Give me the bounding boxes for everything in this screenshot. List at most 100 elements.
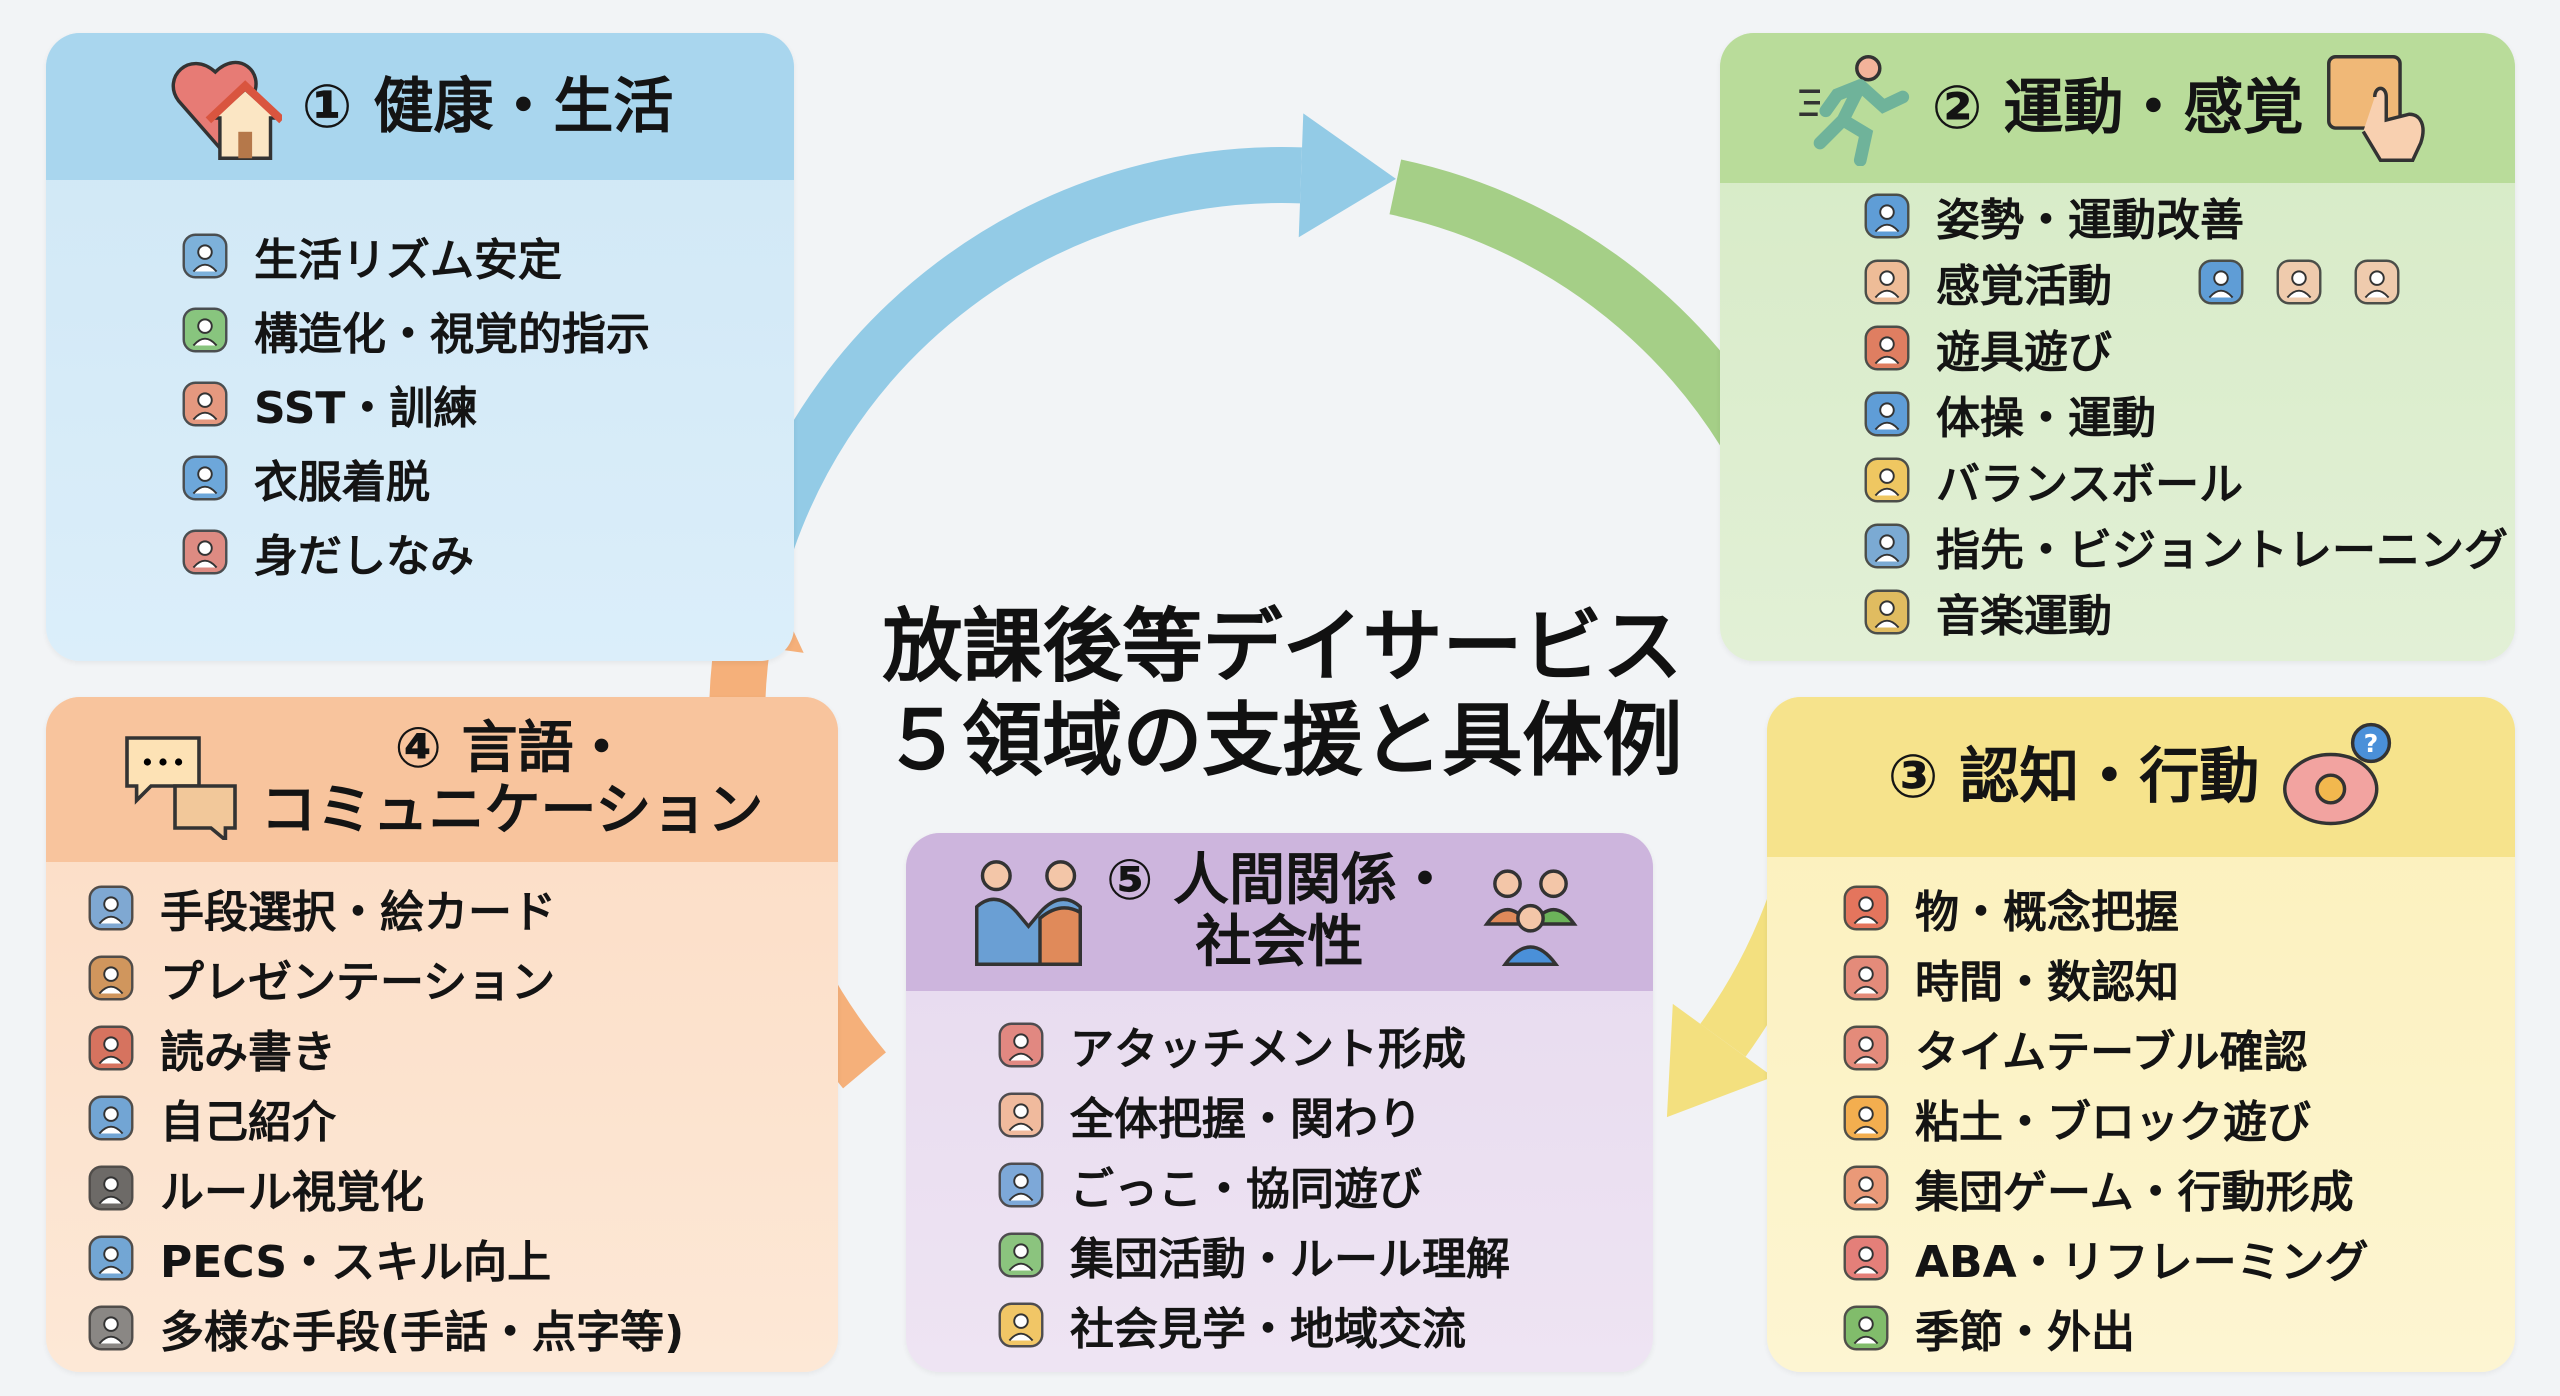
sign-language-icon — [88, 1305, 134, 1351]
domain-card-health-life: ① 健康・生活生活リズム安定構造化・視覚的指示 SST・訓練衣服着脱身だしなみ — [46, 33, 794, 661]
ear-icon — [2276, 259, 2322, 305]
list-item-label: SST・訓練 — [254, 383, 478, 434]
svg-text:?: ? — [2364, 729, 2379, 758]
domain-header-language-communication: ④ 言語・コミュニケーション — [46, 697, 838, 862]
domain-item-list: 生活リズム安定構造化・視覚的指示 SST・訓練衣服着脱身だしなみ — [46, 180, 794, 589]
domain-title-line: ⑤ 人間関係・ — [1106, 848, 1453, 914]
handshake-icon — [975, 859, 1083, 966]
clothes-icon — [182, 455, 228, 501]
list-item-label: 体操・運動 — [1936, 393, 2156, 444]
list-item-label: ルール視覚化 — [160, 1167, 424, 1218]
picture-card-icon — [88, 885, 134, 931]
domain-header-motor-sensory: ② 運動・感覚 — [1720, 33, 2515, 183]
sense-icons — [2192, 253, 2426, 311]
list-item: 手段選択・絵カード — [82, 873, 838, 943]
list-item-label: 集団ゲーム・行動形成 — [1915, 1167, 2354, 1218]
list-item-label: バランスボール — [1936, 459, 2244, 510]
diagram-title: 放課後等デイサービス ５領域の支援と具体例 — [830, 600, 1735, 789]
list-item: 社会見学・地域交流 — [992, 1290, 1653, 1360]
runner-icon — [1798, 54, 1909, 166]
title-line-1: 放課後等デイサービス — [882, 600, 1683, 693]
domain-title: ② 運動・感覚 — [1932, 75, 2304, 141]
list-item-label: 物・概念把握 — [1915, 887, 2179, 938]
list-item-label: 自己紹介 — [160, 1097, 336, 1148]
title-line-2: ５領域の支援と具体例 — [882, 694, 1683, 788]
domain-title-line: コミュニケーション — [260, 777, 764, 843]
group-circle-icon — [998, 1232, 1044, 1278]
music-dance-icon — [1864, 589, 1910, 635]
list-item-label: PECS・スキル向上 — [160, 1237, 552, 1288]
senses-icon — [1864, 259, 1910, 305]
checklist-icon — [88, 1165, 134, 1211]
domain-title-line: ① 健康・生活 — [301, 71, 674, 142]
list-item-label: 粘土・ブロック遊び — [1915, 1097, 2311, 1148]
arrow-head-blue — [1298, 113, 1396, 238]
list-item-label: 姿勢・運動改善 — [1936, 195, 2244, 246]
microphone-icon — [88, 955, 134, 1001]
group-icon — [1483, 868, 1578, 966]
list-item-label: 身だしなみ — [254, 531, 474, 582]
open-book-icon — [88, 1235, 134, 1281]
mirror-comb-icon — [182, 529, 228, 575]
domain-title: ④ 言語・コミュニケーション — [261, 718, 764, 841]
clock-icon — [182, 233, 228, 279]
domain-title: ⑤ 人間関係・社会性 — [1106, 850, 1453, 973]
hand-icon — [2354, 259, 2400, 305]
list-item: SST・訓練 — [176, 367, 794, 441]
brain-question-icon: ? — [2283, 722, 2392, 825]
domain-title-line: ② 運動・感覚 — [1931, 73, 2304, 143]
list-item-label: 遊具遊び — [1936, 327, 2112, 378]
list-item: 物・概念把握 — [1837, 873, 2515, 943]
list-item: 時間・数認知 — [1837, 943, 2515, 1013]
domain-card-motor-sensory: ② 運動・感覚姿勢・運動改善感覚活動遊具遊び体操・運動バランスボール指先・ビジョ… — [1720, 33, 2515, 661]
list-item-label: 指先・ビジョントレーニング — [1936, 525, 2508, 576]
list-item: 粘土・ブロック遊び — [1837, 1083, 2515, 1153]
list-item-label: 衣服着脱 — [254, 457, 430, 508]
group-heart-icon — [1843, 1165, 1889, 1211]
list-item-label: 読み書き — [160, 1027, 336, 1078]
list-item: 感覚活動 — [1858, 249, 2515, 315]
list-item: 全体把握・関わり — [992, 1080, 1653, 1150]
domain-card-social-relations: ⑤ 人間関係・社会性アタッチメント形成全体把握・関わりごっこ・協同遊び集団活動・… — [906, 833, 1653, 1372]
shapes-icon — [1843, 885, 1889, 931]
bus-icon — [998, 1302, 1044, 1348]
stretch-icon — [1864, 193, 1910, 239]
domain-item-list: 姿勢・運動改善感覚活動遊具遊び体操・運動バランスボール指先・ビジョントレーニング… — [1720, 183, 2515, 645]
list-item-label: タイムテーブル確認 — [1915, 1027, 2308, 1078]
domain-card-cognition-behavior: ③ 認知・行動?物・概念把握時間・数認知タイムテーブル確認粘土・ブロック遊び集団… — [1767, 697, 2515, 1372]
list-item-label: 構造化・視覚的指示 — [254, 309, 650, 360]
domain-card-language-communication: ④ 言語・コミュニケーション手段選択・絵カードプレゼンテーション読み書き自己紹介… — [46, 697, 838, 1372]
list-item: 音楽運動 — [1858, 579, 2515, 645]
domain-header-health-life: ① 健康・生活 — [46, 33, 794, 180]
list-item-label: 集団活動・ルール理解 — [1070, 1234, 1510, 1285]
arrow-arc-blue — [726, 147, 1302, 595]
list-item-label: 手段選択・絵カード — [160, 887, 556, 938]
list-item: 構造化・視覚的指示 — [176, 293, 794, 367]
list-item-label: 時間・数認知 — [1915, 957, 2179, 1008]
balance-ball-icon — [1864, 457, 1910, 503]
id-card-icon — [88, 1095, 134, 1141]
list-item: 自己紹介 — [82, 1083, 838, 1153]
speech-bubbles-icon — [124, 735, 237, 840]
list-item: 遊具遊び — [1858, 315, 2515, 381]
cooperation-icon — [998, 1162, 1044, 1208]
list-item: ごっこ・協同遊び — [992, 1150, 1653, 1220]
list-item: 生活リズム安定 — [176, 219, 794, 293]
list-item: アタッチメント形成 — [992, 1010, 1653, 1080]
hand-heart-icon — [1843, 1235, 1889, 1281]
domain-title-line: ④ 言語・ — [394, 715, 630, 781]
list-item: 衣服着脱 — [176, 441, 794, 515]
list-item-label: ごっこ・協同遊び — [1070, 1164, 1422, 1215]
pointing-hand-icon — [998, 1092, 1044, 1138]
tree-icon — [1843, 1305, 1889, 1351]
list-item: 体操・運動 — [1858, 381, 2515, 447]
group-chat-icon — [182, 381, 228, 427]
list-item-label: 全体把握・関わり — [1070, 1094, 1422, 1145]
list-item: 読み書き — [82, 1013, 838, 1083]
list-item-label: アタッチメント形成 — [1070, 1024, 1466, 1075]
list-item-label: ABA・リフレーミング — [1915, 1237, 2369, 1288]
list-item: PECS・スキル向上 — [82, 1223, 838, 1293]
list-item: 多様な手段(手話・点字等) — [82, 1293, 838, 1363]
domain-title-line: 社会性 — [1195, 910, 1364, 975]
